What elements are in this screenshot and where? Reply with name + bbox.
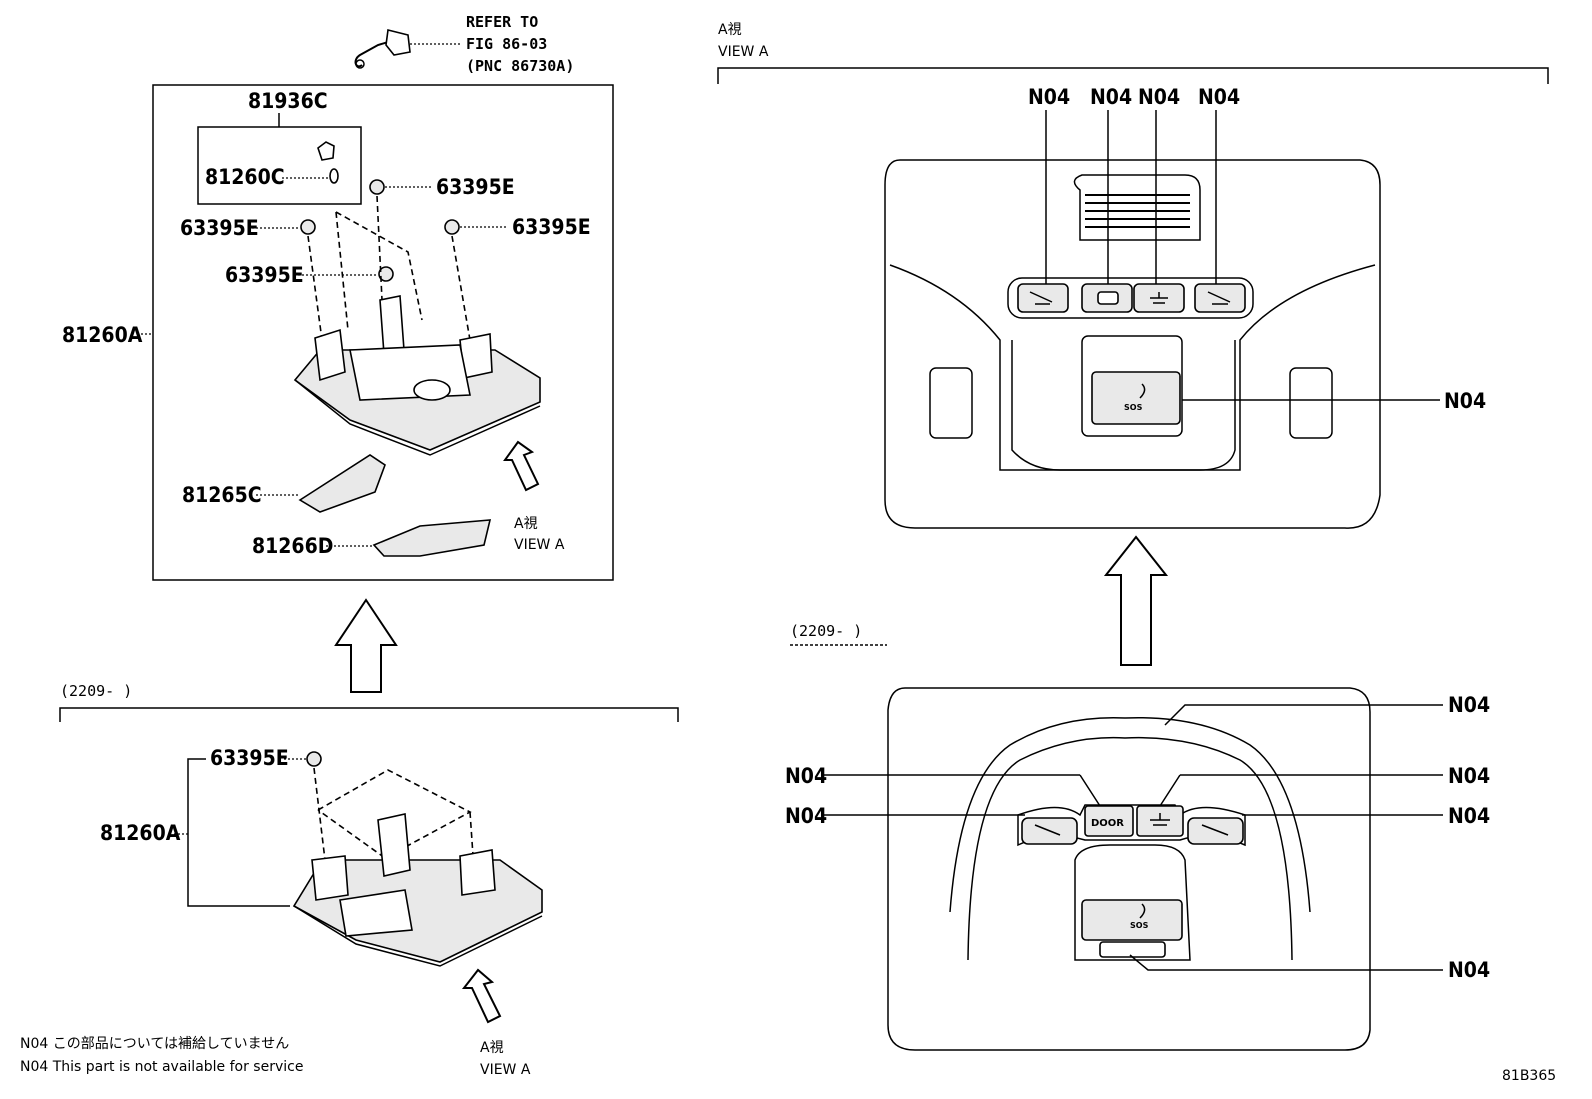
legend-en: N04 This part is not available for servi…: [20, 1059, 303, 1075]
console-housing-top: [293, 295, 541, 456]
label-81265C: 81265C: [182, 483, 262, 507]
label-81260C: 81260C: [205, 165, 285, 189]
label-63395E-1: 63395E: [436, 175, 515, 199]
view-arrow-top: [503, 440, 540, 492]
screw-3: [444, 219, 508, 235]
bulb-holder-part: [317, 141, 335, 161]
btn-map-right-b: [1187, 817, 1244, 845]
bulb-kit-box: [197, 126, 362, 205]
view-a-bracket: [717, 67, 1549, 84]
refer-note-line1: REFER TO: [466, 13, 538, 31]
label-81260A-top: 81260A: [62, 323, 143, 347]
door-label: DOOR: [1091, 818, 1124, 829]
sos-label-bottom: SOS: [1130, 921, 1149, 930]
btn-dome-b: [1136, 805, 1184, 837]
sos-label-top: SOS: [1124, 403, 1143, 412]
view-label-en-bottom: VIEW A: [480, 1062, 531, 1078]
range-left: (2209- ): [60, 682, 132, 700]
view-label-jp-bottom: A視: [480, 1040, 504, 1056]
label-N04-b6: N04: [1448, 958, 1490, 982]
label-N04-top-3: N04: [1138, 85, 1180, 109]
bracket-81260A-bottom: [187, 758, 290, 907]
label-N04-top-4: N04: [1198, 85, 1240, 109]
screw-bottom: [306, 751, 322, 767]
refer-wire-part: [354, 29, 460, 69]
label-N04-b4: N04: [785, 804, 827, 828]
refer-note-line2: FIG 86-03: [466, 35, 547, 53]
screw-4: [298, 266, 394, 282]
label-N04-b1: N04: [1448, 693, 1490, 717]
view-label-jp-top: A視: [514, 516, 538, 532]
screw-2: [252, 219, 316, 235]
range-right: (2209- ): [790, 622, 862, 640]
view-a-jp: A視: [718, 22, 742, 38]
label-63395E-2: 63395E: [180, 216, 259, 240]
view-arrow-bottom: [461, 968, 502, 1024]
up-arrow-right: [1103, 535, 1169, 666]
bulb-part: [329, 168, 339, 184]
label-N04-sos-top: N04: [1444, 389, 1486, 413]
label-N04-top-2: N04: [1090, 85, 1132, 109]
speaker-grille: [1085, 194, 1190, 228]
label-81266D: 81266D: [252, 534, 333, 558]
lens-81266D: [372, 519, 492, 557]
legend-jp: N04 この部品については補給していません: [20, 1036, 289, 1052]
label-81936C: 81936C: [248, 89, 328, 113]
console-view-top: SOS: [884, 159, 1381, 529]
lamp-lens-bottom: [1099, 941, 1166, 958]
lens-81265C: [298, 454, 386, 513]
label-63395E-3: 63395E: [512, 215, 591, 239]
label-63395E-bottom: 63395E: [210, 746, 289, 770]
label-N04-b2: N04: [785, 764, 827, 788]
range-bracket-left: [59, 707, 679, 722]
view-a-en: VIEW A: [718, 44, 769, 60]
up-arrow-left: [334, 598, 398, 693]
screw-1: [369, 179, 432, 195]
console-view-bottom: DOOR SOS: [887, 687, 1371, 1051]
sos-button-bottom: [1081, 899, 1183, 941]
label-N04-b3: N04: [1448, 764, 1490, 788]
assembly-frame: [152, 84, 614, 581]
figure-id: 81B365: [1502, 1068, 1556, 1084]
refer-note-line3: (PNC 86730A): [466, 57, 574, 75]
label-N04-top-1: N04: [1028, 85, 1070, 109]
console-housing-bottom: [292, 813, 543, 967]
label-81260A-bottom: 81260A: [100, 821, 181, 845]
label-N04-b5: N04: [1448, 804, 1490, 828]
view-label-en-top: VIEW A: [514, 537, 565, 553]
sos-button-top: [1091, 371, 1181, 425]
btn-door-b: [1084, 805, 1134, 837]
label-63395E-4: 63395E: [225, 263, 304, 287]
